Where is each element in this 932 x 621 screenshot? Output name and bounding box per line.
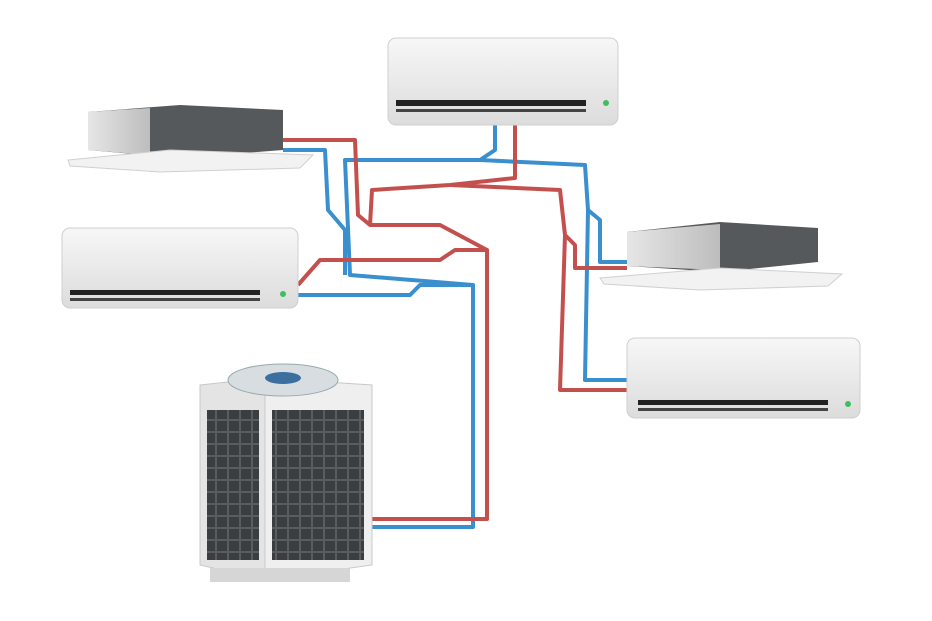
gas-pipe bbox=[583, 209, 627, 382]
liquid-pipe bbox=[449, 183, 627, 270]
cassette-left bbox=[67, 105, 315, 173]
gas-pipe bbox=[283, 148, 347, 275]
gas-pipe bbox=[479, 158, 627, 264]
wall-unit-left bbox=[61, 227, 299, 309]
indicator-led-icon bbox=[603, 100, 609, 106]
indicator-led-icon bbox=[845, 401, 851, 407]
wall-unit-top bbox=[387, 37, 619, 126]
gas-pipe bbox=[298, 283, 475, 529]
outdoor-unit bbox=[199, 363, 373, 582]
cassette-right bbox=[599, 222, 844, 291]
wall-unit-right bbox=[626, 337, 861, 419]
gas-pipe bbox=[343, 125, 497, 287]
liquid-pipe bbox=[558, 234, 627, 392]
pipes bbox=[283, 125, 627, 529]
liquid-pipe bbox=[283, 138, 488, 252]
indicator-led-icon bbox=[280, 291, 286, 297]
liquid-pipe bbox=[296, 248, 489, 521]
